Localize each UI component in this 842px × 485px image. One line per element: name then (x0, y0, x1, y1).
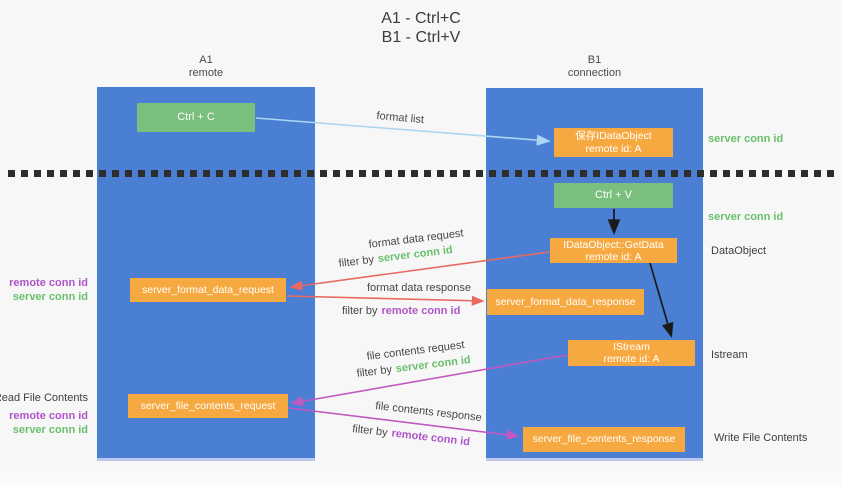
format-data-response-arrow (286, 295, 485, 306)
file-contents-request-arrow (290, 354, 568, 407)
save-dataobject-line2: remote id: A (585, 142, 642, 155)
lane-header-b1: B1 connection (486, 54, 703, 80)
server-file-contents-request-node: server_file_contents_request (128, 394, 288, 418)
istream-node: IStream remote id: A (568, 340, 695, 366)
server-format-data-request-node: server_format_data_request (130, 278, 286, 302)
file-contents-response-arrow (288, 407, 520, 440)
remote-conn-id-label: remote conn id (9, 410, 88, 422)
remote-conn-id-label: remote conn id (9, 277, 88, 289)
server-conn-id-right-mid: server conn id (708, 211, 784, 223)
istream-line1: IStream (613, 340, 650, 353)
copy-paste-divider-line (8, 170, 834, 177)
ctrl-v-node: Ctrl + V (554, 183, 673, 208)
lane-a1-subtitle: remote (188, 67, 224, 79)
format-list-arrow (255, 117, 551, 146)
dataobject-label: DataObject (711, 245, 767, 257)
read-file-contents-label: Read File Contents (0, 392, 88, 404)
lane-b1-title: B1 (587, 54, 602, 66)
save-dataobject-node: 保存IDataObject remote id: A (554, 128, 673, 157)
ctrl-c-node: Ctrl + C (137, 103, 255, 132)
server-file-contents-response-label: server_file_contents_response (532, 433, 676, 446)
server-format-data-response-label: server_format_data_response (495, 295, 636, 308)
server-format-data-response-node: server_format_data_response (487, 289, 644, 315)
getdata-line1: IDataObject::GetData (563, 238, 664, 251)
title-line-2: B1 - Ctrl+V (381, 29, 461, 46)
lane-b1-subtitle: connection (567, 67, 622, 79)
remote-conn-id-text: remote conn id (381, 305, 461, 317)
idataobject-getdata-node: IDataObject::GetData remote id: A (550, 238, 677, 263)
server-file-contents-request-label: server_file_contents_request (140, 399, 276, 412)
ctrl-v-label: Ctrl + V (595, 189, 632, 202)
title-line-1: A1 - Ctrl+C (381, 10, 461, 27)
server-conn-id-label: server conn id (12, 291, 88, 303)
server-conn-id-label: server conn id (12, 424, 88, 436)
server-format-data-request-label: server_format_data_request (142, 283, 274, 296)
server-file-contents-response-node: server_file_contents_response (523, 427, 685, 452)
filter-by-text: filter by (342, 305, 378, 317)
diagram-title: A1 - Ctrl+C B1 - Ctrl+V (0, 9, 842, 47)
istream-line2: remote id: A (603, 353, 660, 365)
save-dataobject-line1: 保存IDataObject (575, 130, 652, 142)
lane-a1-title: A1 (199, 54, 213, 66)
write-file-contents-label: Write File Contents (714, 432, 808, 444)
istream-side-label: Istream (711, 349, 748, 361)
left-conn-id-group-1: remote conn id server conn id (9, 276, 88, 304)
server-conn-id-right-top: server conn id (708, 133, 784, 145)
left-conn-id-group-2: remote conn id server conn id (9, 409, 88, 437)
format-data-response-label: format data response (367, 282, 471, 294)
lane-header-a1: A1 remote (97, 54, 315, 80)
getdata-to-istream-arrow (649, 262, 674, 338)
format-data-request-arrow (289, 251, 550, 291)
getdata-line2: remote id: A (585, 250, 642, 263)
ctrl-c-label: Ctrl + C (177, 111, 215, 124)
